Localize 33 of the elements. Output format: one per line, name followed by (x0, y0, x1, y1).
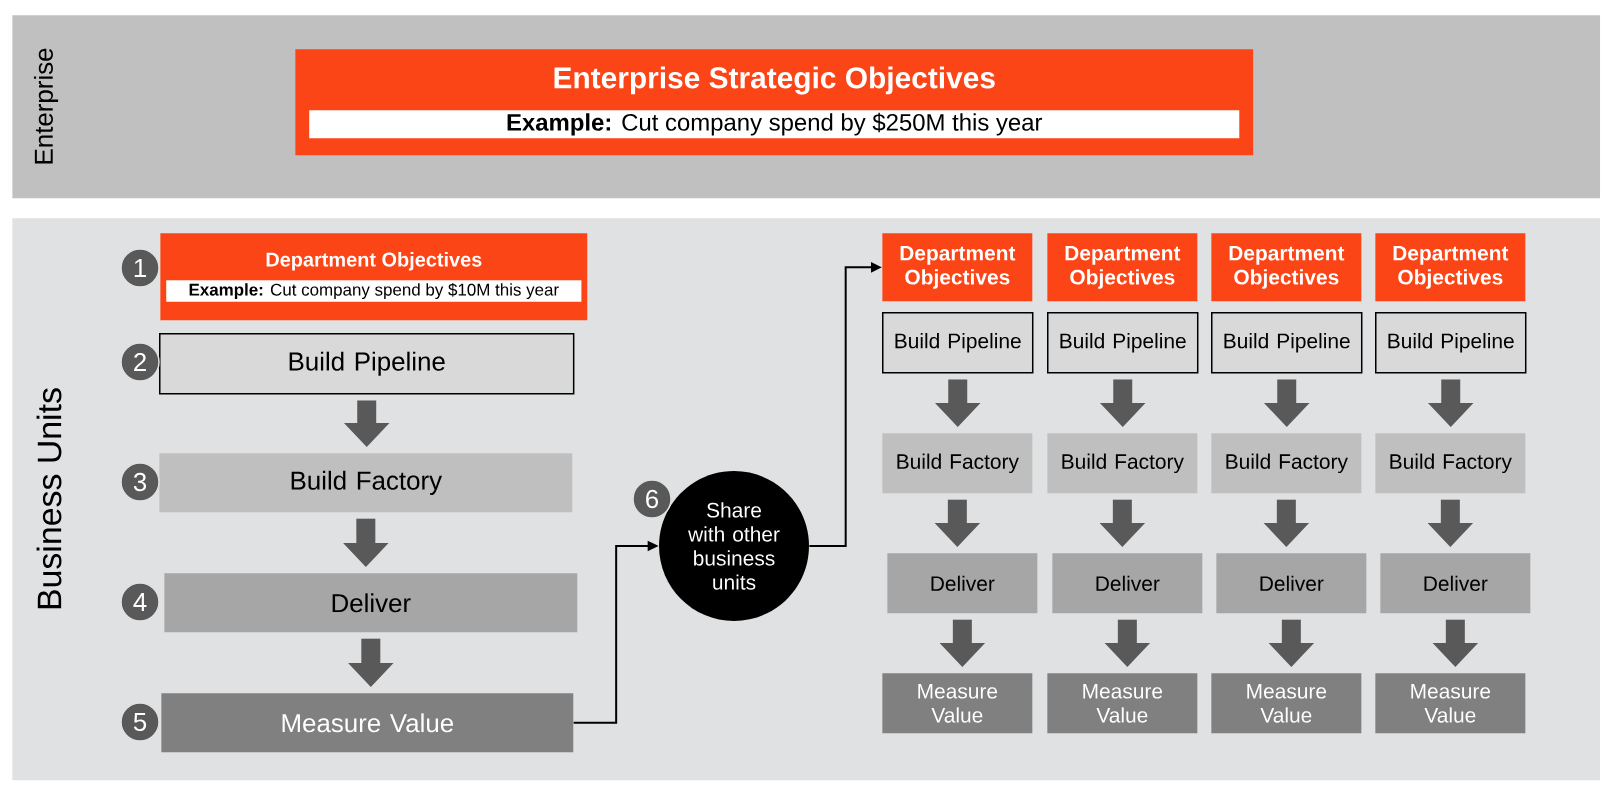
process-box: Deliver (1052, 553, 1203, 614)
process-box: Department Objectives (1375, 233, 1526, 302)
callout-number: 4 (120, 582, 160, 622)
process-box: Build Factory (1047, 433, 1198, 494)
process-box: Build Factory (1211, 433, 1362, 494)
process-box: Department Objectives (882, 233, 1033, 302)
process-box: Build Pipeline (1047, 312, 1199, 374)
callout-number: 2 (120, 342, 160, 382)
process-box: Measure Value (1211, 673, 1362, 734)
callout-number: 3 (120, 462, 160, 502)
process-box: Measure Value (1047, 673, 1198, 734)
objective-box: Department Objectives Example: Cut company spend by $10M this year (160, 233, 588, 321)
callout-number: 1 (120, 248, 160, 288)
objective-box: Enterprise Strategic Objectives Example: Cut company spend by $250M this year (295, 49, 1254, 156)
process-box: Department Objectives (1047, 233, 1198, 302)
process-box: Build Factory (159, 453, 573, 513)
callout-number: 5 (120, 702, 160, 742)
circle-node: Share with other business units (659, 471, 809, 621)
process-box: Deliver (164, 573, 578, 633)
process-box: Measure Value (1375, 673, 1526, 734)
process-box: Measure Value (882, 673, 1033, 734)
callout-number: 6 (632, 479, 672, 519)
process-box: Deliver (1380, 553, 1531, 614)
process-box: Build Factory (1375, 433, 1526, 494)
process-box: Build Pipeline (1211, 312, 1363, 374)
process-box: Build Pipeline (882, 312, 1034, 374)
process-box: Build Factory (882, 433, 1033, 494)
process-box: Build Pipeline (159, 333, 575, 395)
process-box: Deliver (1216, 553, 1367, 614)
process-box: Build Pipeline (1375, 312, 1527, 374)
process-box: Department Objectives (1211, 233, 1362, 302)
process-box: Measure Value (161, 693, 574, 753)
process-box: Deliver (887, 553, 1038, 614)
